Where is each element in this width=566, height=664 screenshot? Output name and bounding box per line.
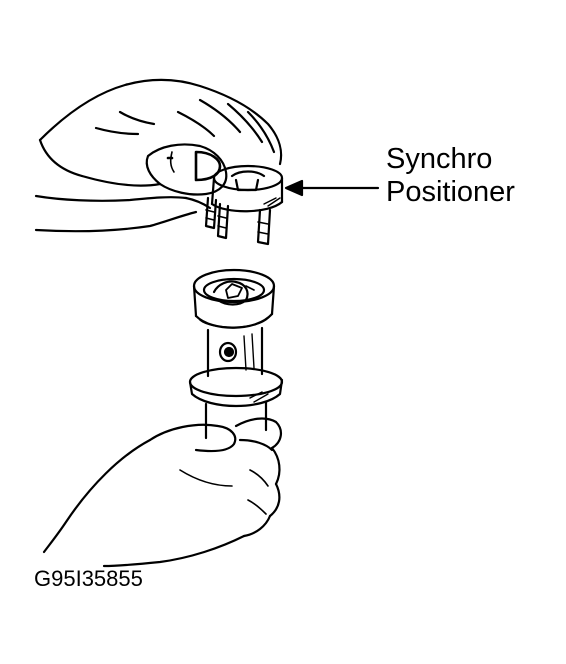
distributor-housing-icon [190,270,282,438]
callout-arrow-icon [286,181,378,195]
lower-hand-icon [44,419,281,566]
upper-hand-icon [36,80,281,231]
figure-id: G95I35855 [34,566,143,591]
synchro-positioner-icon [206,166,282,244]
callout-label-line2: Positioner [386,176,515,208]
callout-label-line1: Synchro [386,143,493,175]
